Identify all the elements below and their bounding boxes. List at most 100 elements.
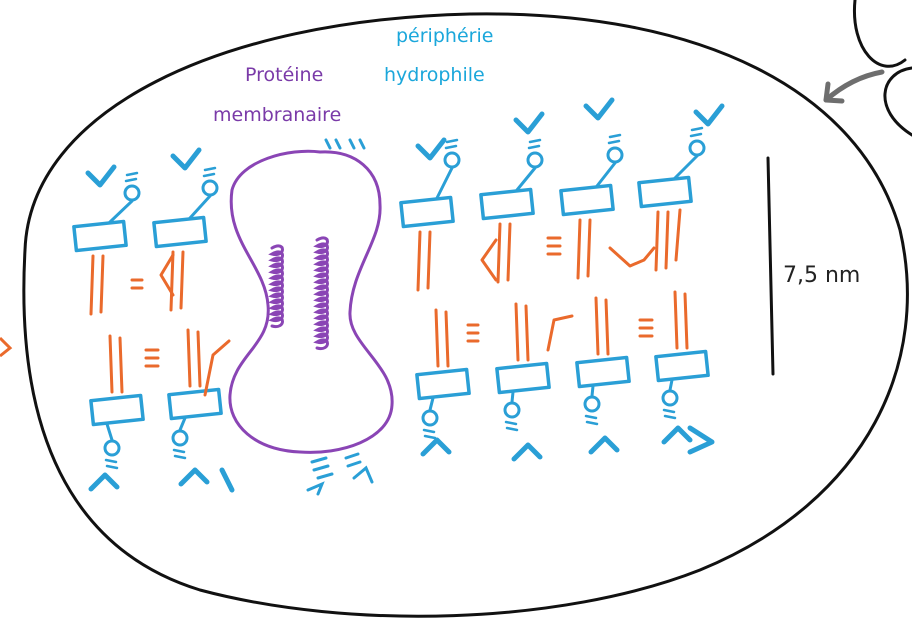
lipid-stem [595, 161, 617, 188]
lipid-stem [188, 194, 212, 220]
lipid-stem [428, 396, 435, 412]
periphery-label-line1: périphérie [396, 25, 493, 47]
source-bubble-outline [852, 0, 907, 68]
lipid-stem [105, 422, 114, 442]
phosphate-head [503, 401, 521, 419]
fatty-acid-tails [576, 218, 592, 280]
hydrophilic-mark [444, 138, 459, 150]
phospholipid-bilayer [72, 97, 725, 493]
protein-helix-1 [268, 244, 284, 329]
lipid-head-box [654, 349, 710, 383]
lipid-stem [590, 384, 595, 398]
membrane-protein [228, 149, 394, 454]
lipid-head-box [415, 367, 471, 401]
scale-bar [766, 156, 775, 376]
scale-label: 7,5 nm [783, 263, 860, 288]
lipid-glyph [219, 467, 235, 493]
tail-kink [546, 314, 574, 352]
fatty-acid-tails [654, 210, 670, 272]
protein-label-line2: membranaire [213, 104, 341, 126]
lipid-head-box [637, 175, 693, 209]
hydrophilic-mark [124, 171, 139, 183]
hydrophilic-glyph [415, 137, 447, 161]
protein-outline [228, 149, 394, 454]
hydrophilic-glyph [170, 147, 202, 171]
lipid-glyph [687, 425, 715, 455]
hydrophilic-mark [172, 448, 187, 460]
hydrophilic-glyph [588, 435, 620, 455]
lipid-head-box [575, 355, 631, 389]
lipid-stem [178, 416, 187, 432]
protein-hydrophilic-marks [306, 138, 374, 496]
zoom-bubble [22, 0, 912, 618]
hydrophilic-glyph [511, 442, 543, 462]
fatty-acid-tails [108, 334, 124, 394]
zoom-arrow-icon [823, 69, 885, 104]
fatty-acid-tails [496, 222, 512, 284]
phosphate-head [526, 151, 544, 169]
lipid-head-box [72, 219, 128, 253]
lipid-stem [435, 166, 454, 200]
phosphate-head [103, 439, 121, 457]
fatty-acid-tails [186, 328, 202, 388]
zoom-ellipse [22, 12, 909, 618]
lipid-head-box [89, 393, 145, 427]
phosphate-head [661, 389, 679, 407]
lipid-head-box [399, 195, 455, 229]
lipid-head-box [479, 187, 535, 221]
phosphate-head [606, 146, 624, 164]
phosphate-head [443, 151, 461, 169]
tail-kink [608, 246, 656, 268]
lipid-head-box [167, 387, 223, 421]
tail-kink [674, 208, 682, 262]
lipid-stem [673, 154, 699, 180]
fatty-acid-tails [594, 296, 610, 356]
lipid-head-box [495, 361, 551, 395]
fatty-acid-tails [673, 290, 689, 350]
hydrophilic-mark [607, 133, 622, 145]
tail-kink [466, 323, 480, 343]
periphery-label-line2: hydrophile [384, 64, 485, 86]
tail-kink [203, 339, 231, 397]
source-bubble-outline-2 [883, 66, 912, 137]
lipid-stem [510, 390, 515, 404]
tail-kink [638, 318, 654, 338]
hydrophilic-mark [104, 458, 119, 470]
fatty-acid-tails [169, 250, 185, 312]
hydrophilic-mark [662, 408, 677, 420]
hydrophilic-glyph [85, 164, 117, 188]
lipid-stem [108, 199, 134, 224]
hydrophilic-glyph [178, 467, 210, 487]
hydrophilic-mark [504, 420, 519, 432]
phosphate-head [171, 429, 189, 447]
phosphate-head [421, 409, 439, 427]
tail-kink [480, 238, 498, 282]
lipid-stem [668, 378, 674, 392]
lipid-head-box [559, 183, 615, 217]
phosphate-head [688, 139, 706, 157]
hydrophilic-glyph [88, 472, 120, 492]
hydrophilic-glyph [693, 103, 725, 127]
hydrophilic-glyph [420, 437, 452, 457]
hydrophilic-mark [584, 414, 599, 426]
hydrophilic-mark [527, 138, 542, 150]
phosphate-head [123, 184, 141, 202]
lipid-stem [515, 166, 537, 192]
hydrophilic-glyph [661, 425, 693, 445]
hydrophilic-glyph [583, 97, 615, 121]
protein-helix-2 [313, 236, 329, 351]
hydrophilic-mark [689, 126, 704, 138]
left-arrow-tip [0, 336, 13, 358]
tail-kink [159, 253, 175, 297]
lipid-head-box [152, 215, 208, 249]
protein-label-line1: Protéine [245, 64, 323, 86]
fatty-acid-tails [434, 308, 450, 368]
fatty-acid-tails [514, 302, 530, 362]
fatty-acid-tails [89, 254, 105, 316]
fatty-acid-tails [416, 230, 432, 292]
hydrophilic-glyph [513, 111, 545, 135]
tail-kink [546, 236, 562, 256]
phosphate-head [201, 179, 219, 197]
tail-kink [130, 278, 144, 290]
